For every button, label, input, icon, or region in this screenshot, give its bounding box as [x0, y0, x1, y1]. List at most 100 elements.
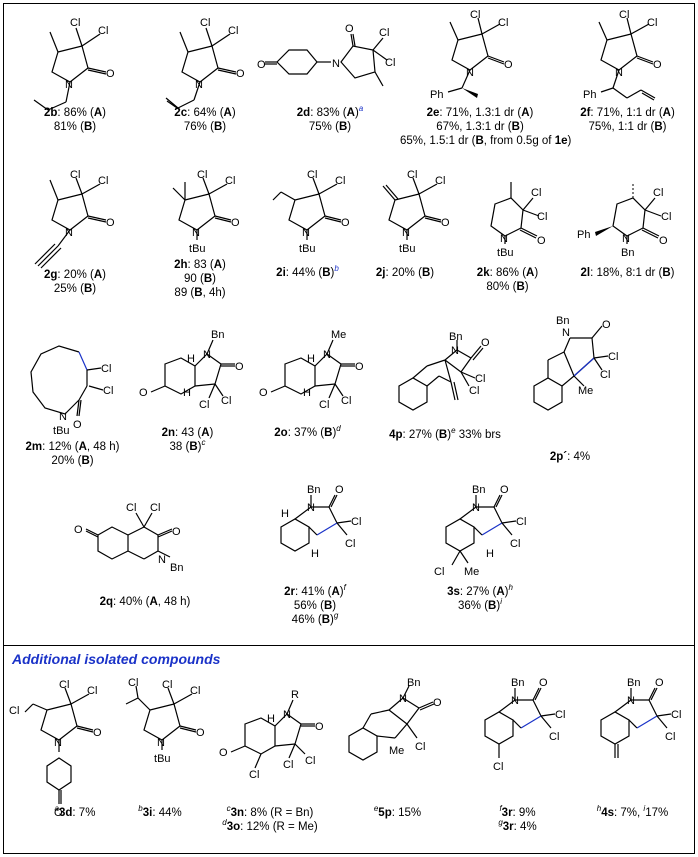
caption-4s: h4s: 7%, i17% [575, 805, 690, 820]
caption-3r: f3r: 9%g3r: 4% [455, 804, 580, 834]
o-atom-label: O [537, 235, 546, 247]
caption-2f: 2f: 71%, 1:1 dr (A)75%, 1:1 dr (B) [565, 106, 690, 134]
n-atom-label: N [399, 693, 407, 705]
caption-2n: 2n: 43 (A)38 (B)c [125, 426, 250, 454]
bn-atom-label: Bn [627, 677, 640, 689]
caption-line: 2m: 12% (A, 48 h) [25, 441, 120, 453]
cl-atom-label: Cl [661, 211, 671, 223]
cl-atom-label: Cl [469, 385, 479, 397]
cl-atom-label: Cl [549, 731, 559, 743]
caption-line: 2e: 71%, 1.3:1 dr (A) [426, 107, 534, 119]
caption-line: 2i: 44% (B)b [276, 264, 339, 279]
cl-atom-label: Cl [59, 679, 69, 691]
bn-atom-label: Bn [170, 562, 183, 574]
caption-line: 4p: 27% (B)e 33% brs [389, 426, 501, 441]
cl-atom-label: Cl [498, 17, 508, 29]
o-atom-label: O [139, 387, 148, 399]
cl-atom-label: Cl [162, 679, 172, 691]
bn-atom-label: Bn [472, 484, 485, 496]
n-atom-label: N [158, 554, 166, 566]
o-atom-label: O [345, 23, 354, 35]
cl-atom-label: Cl [305, 755, 315, 767]
o-atom-label: O [433, 697, 442, 709]
caption-2q: 2q: 40% (A, 48 h) [70, 595, 220, 609]
caption-3d: a3d: 7% [35, 805, 115, 820]
caption-2g: 2g: 20% (A)25% (B) [20, 268, 130, 296]
svg-text:tBu: tBu [154, 753, 171, 765]
caption-line: 2p´: 4% [549, 451, 591, 463]
cl-atom-label: Cl [475, 373, 485, 385]
h-atom-label: H [183, 387, 191, 399]
h-atom-label: H [486, 548, 494, 560]
cl-atom-label: Cl [435, 175, 445, 187]
n-atom-label: N [332, 58, 340, 70]
n-atom-label: N [157, 737, 165, 749]
tbu-atom-label: Bu [500, 247, 513, 259]
o-atom-label: O [315, 721, 324, 733]
o-atom-label: O [659, 235, 668, 247]
h-atom-label: H [281, 508, 289, 520]
ph-atom-label: Ph [430, 89, 443, 101]
caption-line: 38 (B)c [169, 438, 206, 453]
caption-line: 25% (B) [53, 283, 97, 295]
cl-atom-label: Cl [126, 502, 136, 514]
n-atom-label: N [302, 227, 310, 239]
caption-line: 3s: 27% (A)h [447, 583, 513, 598]
caption-line: 2k: 86% (A) [476, 267, 539, 279]
cl-atom-label: Cl [70, 17, 80, 29]
o-atom-label: O [655, 677, 664, 689]
n-atom-label: N [203, 349, 211, 361]
o-atom-label: O [341, 217, 350, 229]
caption-line: 2r: 41% (A)f [284, 583, 346, 598]
n-atom-label: N [307, 502, 315, 514]
caption-2j: 2j: 20% (B) [355, 266, 455, 280]
caption-line: 2n: 43 (A) [161, 427, 214, 439]
caption-2i: 2i: 44% (B)b [255, 264, 360, 280]
cl-atom-label: Cl [341, 395, 351, 407]
cl-atom-label: Cl [608, 351, 618, 363]
caption-line: 2q: 40% (A, 48 h) [99, 596, 191, 608]
bn-atom-label: Bn [307, 484, 320, 496]
cl-atom-label: Cl [98, 175, 108, 187]
o-atom-label: O [219, 747, 228, 759]
ph-atom-label: Ph [583, 89, 596, 101]
o-atom-label: O [539, 677, 548, 689]
caption-3i: b3i: 44% [110, 805, 210, 820]
tert-prefix: t [299, 243, 302, 255]
cl-atom-label: Cl [190, 685, 200, 697]
cl-atom-label: Cl [531, 187, 541, 199]
h-atom-label: H [303, 387, 311, 399]
caption-line: f3r: 9% [499, 804, 536, 819]
caption-line: 80% (B) [486, 281, 529, 293]
ph-atom-label: Ph [577, 229, 590, 241]
cl-atom-label: Cl [199, 399, 209, 411]
caption-2c: 2c: 64% (A)76% (B) [150, 106, 260, 134]
cl-atom-label: Cl [249, 769, 259, 781]
caption-2m: 2m: 12% (A, 48 h)20% (B) [15, 440, 130, 468]
caption-line: 81% (B) [53, 121, 97, 133]
cl-atom-label: Cl [283, 759, 293, 771]
n-atom-label: N [65, 79, 73, 91]
